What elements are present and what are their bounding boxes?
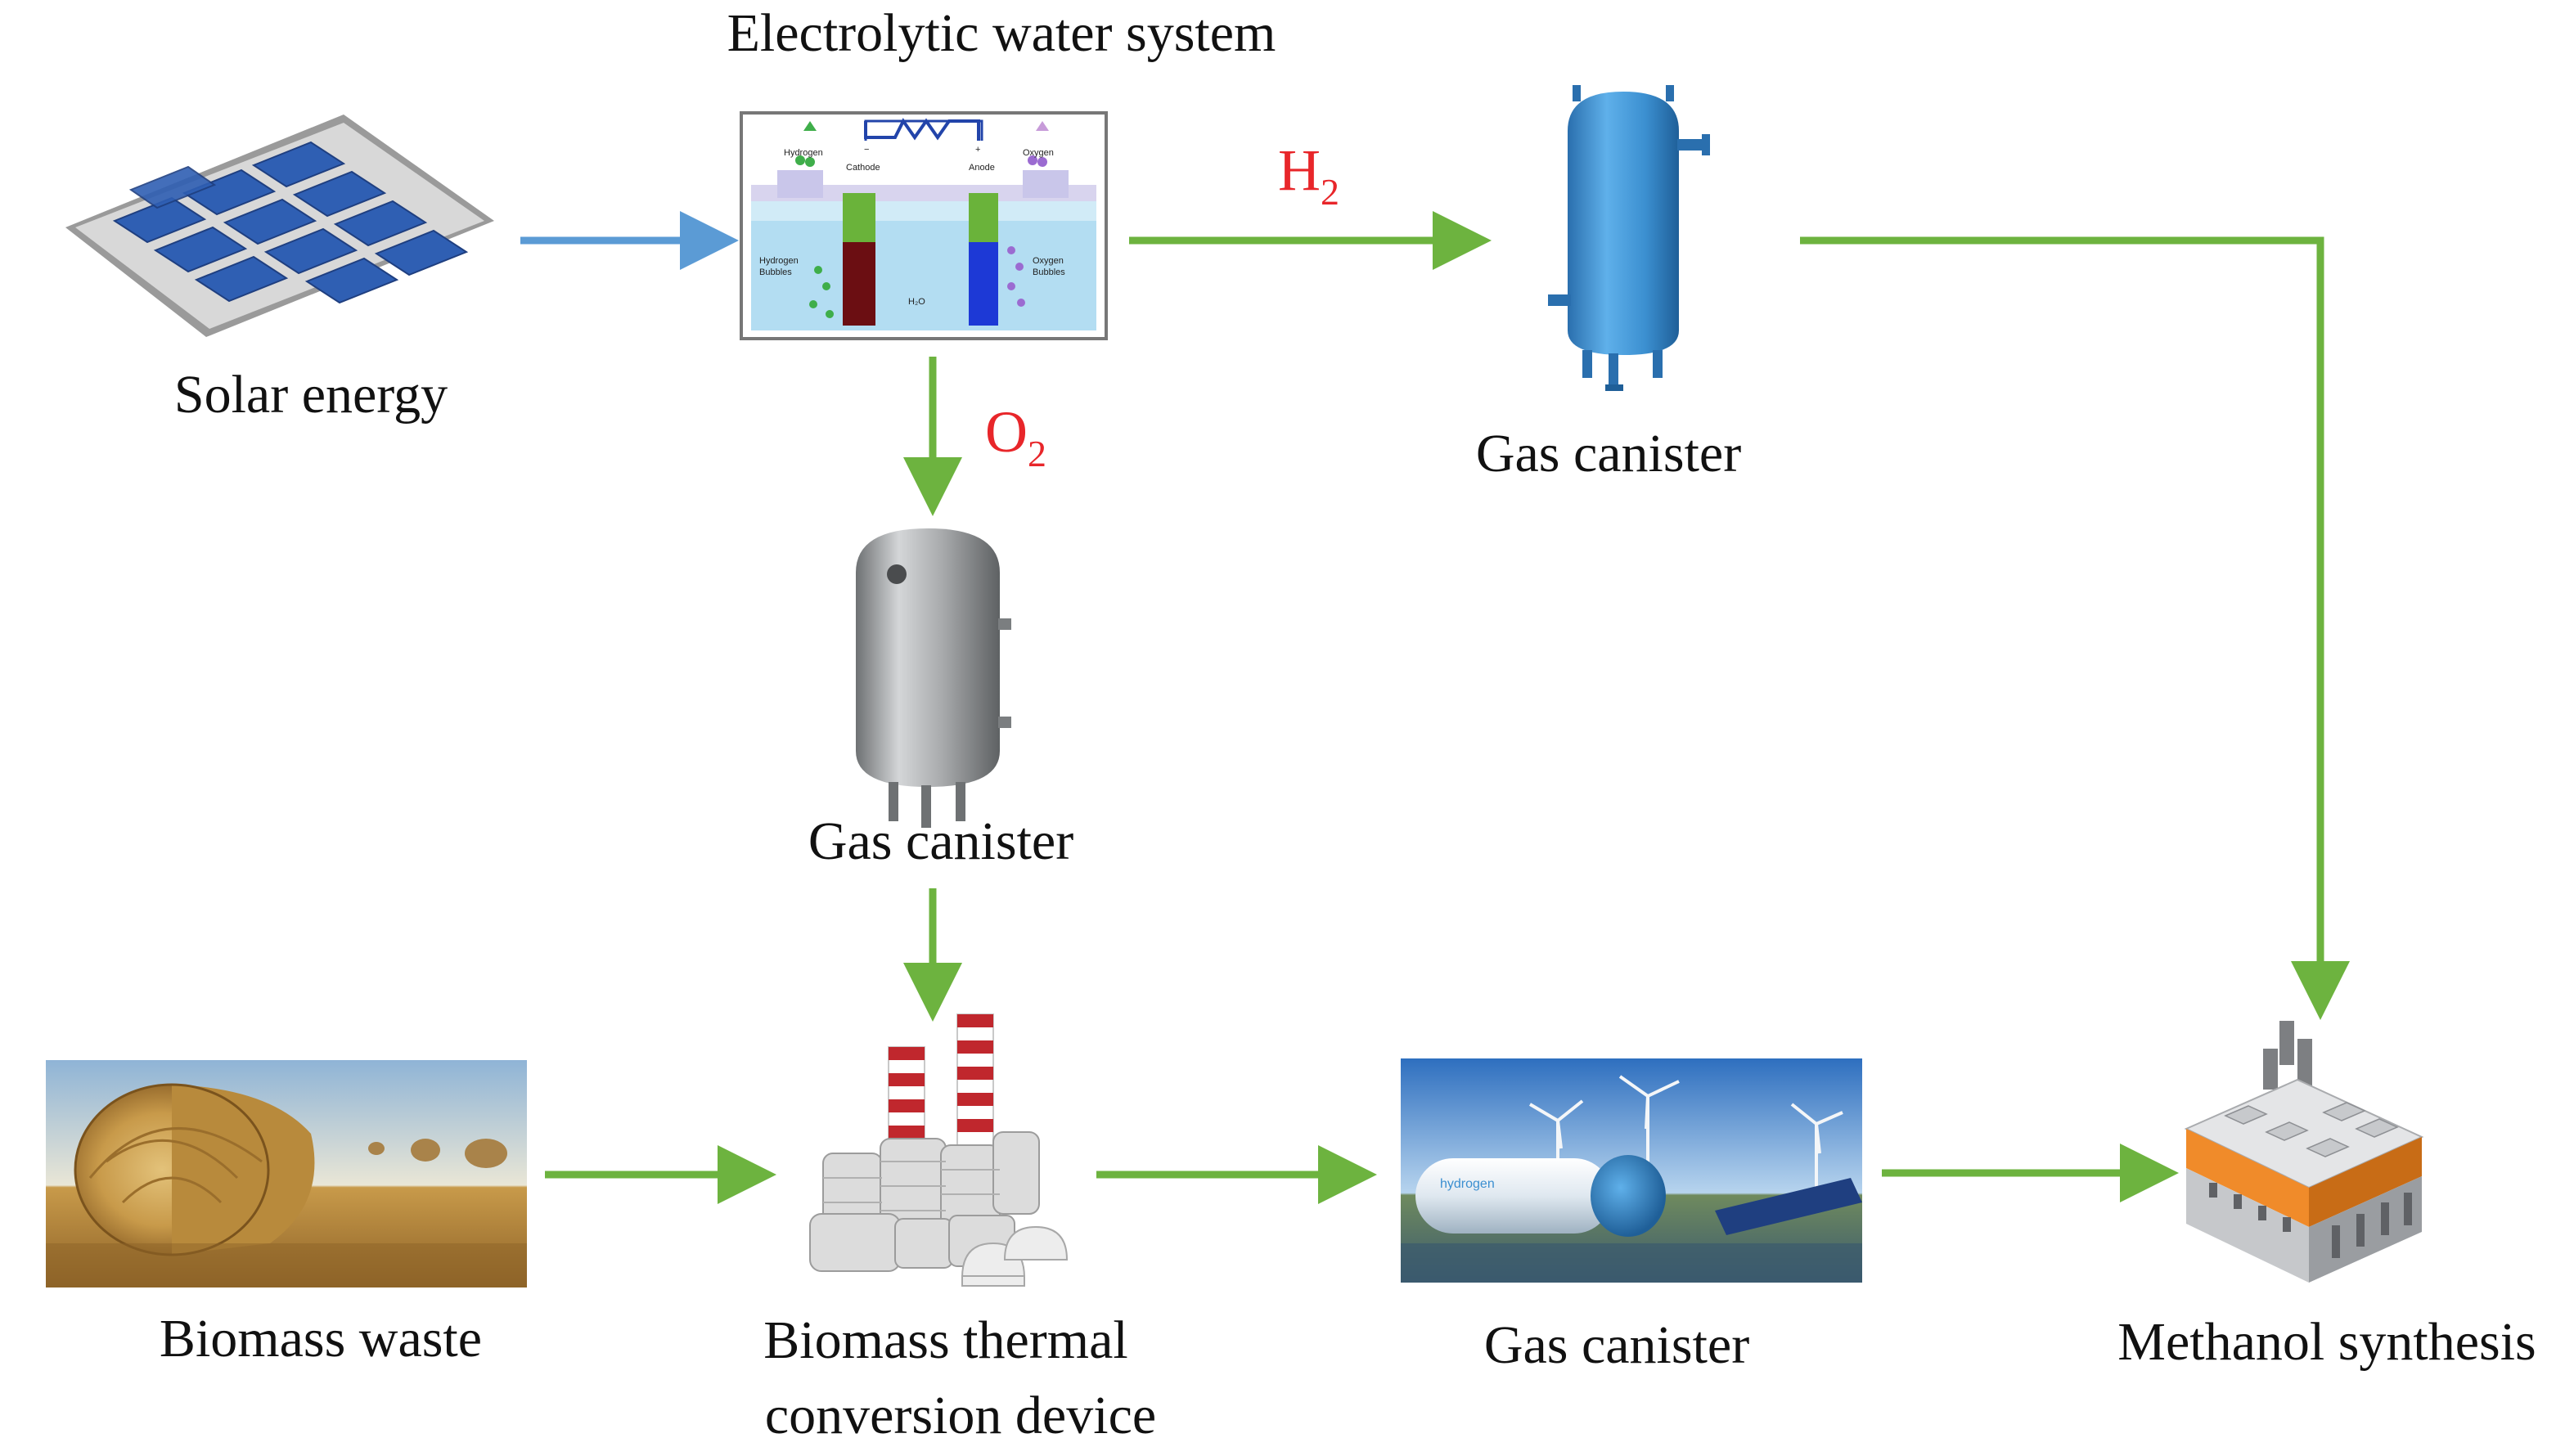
svg-text:Bubbles: Bubbles — [1033, 267, 1065, 277]
chimney-right — [956, 1013, 994, 1154]
syngas-gas-canister-label: Gas canister — [1484, 1315, 1749, 1375]
svg-text:Bubbles: Bubbles — [759, 267, 792, 277]
arrow-h2-canister-to-methanol — [1800, 236, 2350, 1020]
biomass-waste-label: Biomass waste — [160, 1309, 482, 1368]
svg-text:H₂O: H₂O — [908, 297, 925, 307]
svg-text:Oxygen: Oxygen — [1033, 256, 1064, 266]
arrows — [520, 211, 2350, 1204]
h2-gas-canister-label: Gas canister — [1476, 424, 1741, 483]
biomass-thermal-conversion-device-image — [809, 1013, 1069, 1287]
svg-text:Hydrogen: Hydrogen — [784, 148, 823, 158]
svg-text:Oxygen: Oxygen — [1023, 148, 1054, 158]
solar-energy-label: Solar energy — [174, 365, 448, 425]
methanol-synthesis-factory-image — [2184, 1021, 2424, 1283]
electrolytic-water-system-label: Electrolytic water system — [727, 3, 1276, 63]
o2-label: O2 — [985, 399, 1046, 474]
electrolyzer-image: Hydrogen Oxygen Cathode Anode − + Hydrog… — [740, 111, 1108, 340]
svg-text:−: − — [864, 145, 869, 155]
svg-text:Cathode: Cathode — [846, 163, 880, 173]
h2-label: H2 — [1278, 137, 1339, 213]
biomass-waste-image — [46, 1060, 527, 1287]
solar-panel-image — [65, 115, 494, 337]
svg-text:hydrogen: hydrogen — [1440, 1177, 1495, 1191]
h2-gas-canister-image — [1548, 85, 1710, 391]
syngas-gas-canister-image: hydrogen — [1401, 1058, 1862, 1283]
svg-text:Hydrogen: Hydrogen — [759, 256, 799, 266]
methanol-synthesis-label: Methanol synthesis — [2117, 1312, 2536, 1372]
solar-cells — [112, 141, 469, 304]
thermal-device-label-line2: conversion device — [765, 1386, 1156, 1445]
o2-gas-canister-label: Gas canister — [808, 811, 1073, 871]
svg-text:+: + — [975, 145, 980, 155]
thermal-device-label-line1: Biomass thermal — [763, 1310, 1127, 1370]
svg-text:Anode: Anode — [969, 163, 995, 173]
o2-gas-canister-image — [856, 528, 1011, 828]
